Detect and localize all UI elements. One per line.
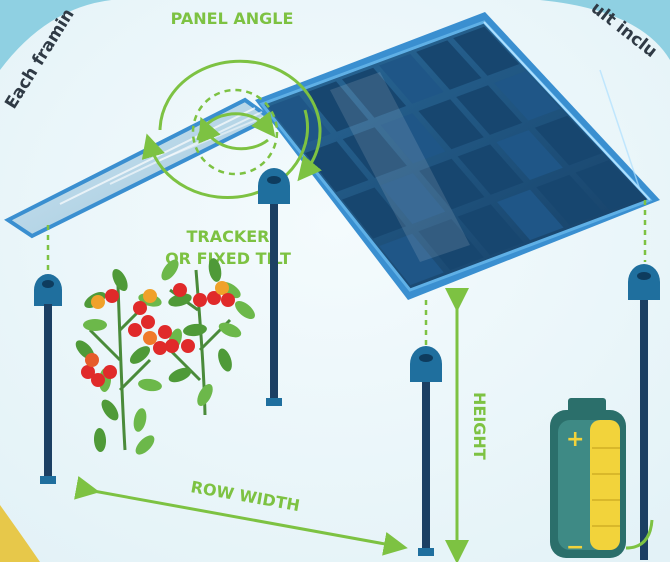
arc-band-right [540,0,670,60]
tracker-label-line2: OR FIXED TILT [165,249,291,268]
leaf [138,378,162,392]
leaf [129,346,151,364]
leaf [161,259,179,281]
panel-angle-indicator [141,59,322,200]
tomato-plants [75,258,255,455]
arc-band-left [0,0,150,70]
tomato [221,293,235,307]
solar-cell [497,189,564,241]
leaf [101,399,119,421]
guide-lines [46,200,647,345]
tomato [143,289,157,303]
leaf [218,348,232,372]
post-right [628,264,660,560]
corner-accent [0,505,40,562]
tomato [85,353,99,367]
solar-cell [379,54,444,104]
row-width-arrow [74,476,408,556]
leaf [133,408,147,432]
leaf [112,268,128,292]
solar-cell [380,173,446,224]
tomato [193,293,207,307]
leaf [218,322,242,338]
solar-cell [575,160,644,211]
tomato [81,365,95,379]
tomato [215,281,229,295]
battery-icon: + − [550,398,654,560]
leaf [235,301,255,319]
tomato [103,365,117,379]
solar-cell [418,99,484,150]
battery-minus: − [566,535,584,560]
panel-cell-grid [267,26,644,286]
solar-cell [496,130,563,181]
battery-plus: + [566,427,584,452]
leaf [135,435,155,455]
tomato [158,325,172,339]
panel-angle-label: PANEL ANGLE [171,9,294,28]
leaf [93,428,107,452]
solar-cell [379,233,444,286]
solar-cell [267,95,331,146]
tomatoes [81,281,235,387]
solar-cell [453,26,520,76]
tracker-label-line1: TRACKER [186,227,269,246]
solar-cell [456,85,523,135]
post-front [410,346,442,556]
tomato [91,295,105,309]
solar-cell [534,115,603,166]
solar-cell [380,113,446,164]
height-label: HEIGHT [470,392,489,460]
tomato [143,331,157,345]
tomato [128,323,142,337]
tomato [207,291,221,305]
leaf [168,293,192,307]
tomato [133,301,147,315]
solar-cell [342,67,407,118]
tomato [141,315,155,329]
solar-cell [419,158,485,210]
leaf [168,367,192,383]
post-left [34,274,62,484]
main-solar-panel [255,12,660,300]
post-middle [258,168,290,406]
tomato [105,289,119,303]
tomato [173,283,187,297]
leaf [83,319,107,331]
solar-cell [536,174,604,226]
solar-cell [457,204,524,256]
tomato [153,341,167,355]
solar-cell [342,187,407,239]
solar-cell [304,141,369,193]
leaf [197,384,213,406]
solar-cell [418,219,484,271]
solar-cell [416,40,482,90]
leaf [208,258,222,282]
solar-cell [304,81,369,132]
solar-cell [342,127,407,178]
tomato [165,339,179,353]
solar-cell [457,144,524,195]
solar-cell [494,71,561,121]
leaf [183,323,207,337]
tomato [91,373,105,387]
tomato [181,339,195,353]
